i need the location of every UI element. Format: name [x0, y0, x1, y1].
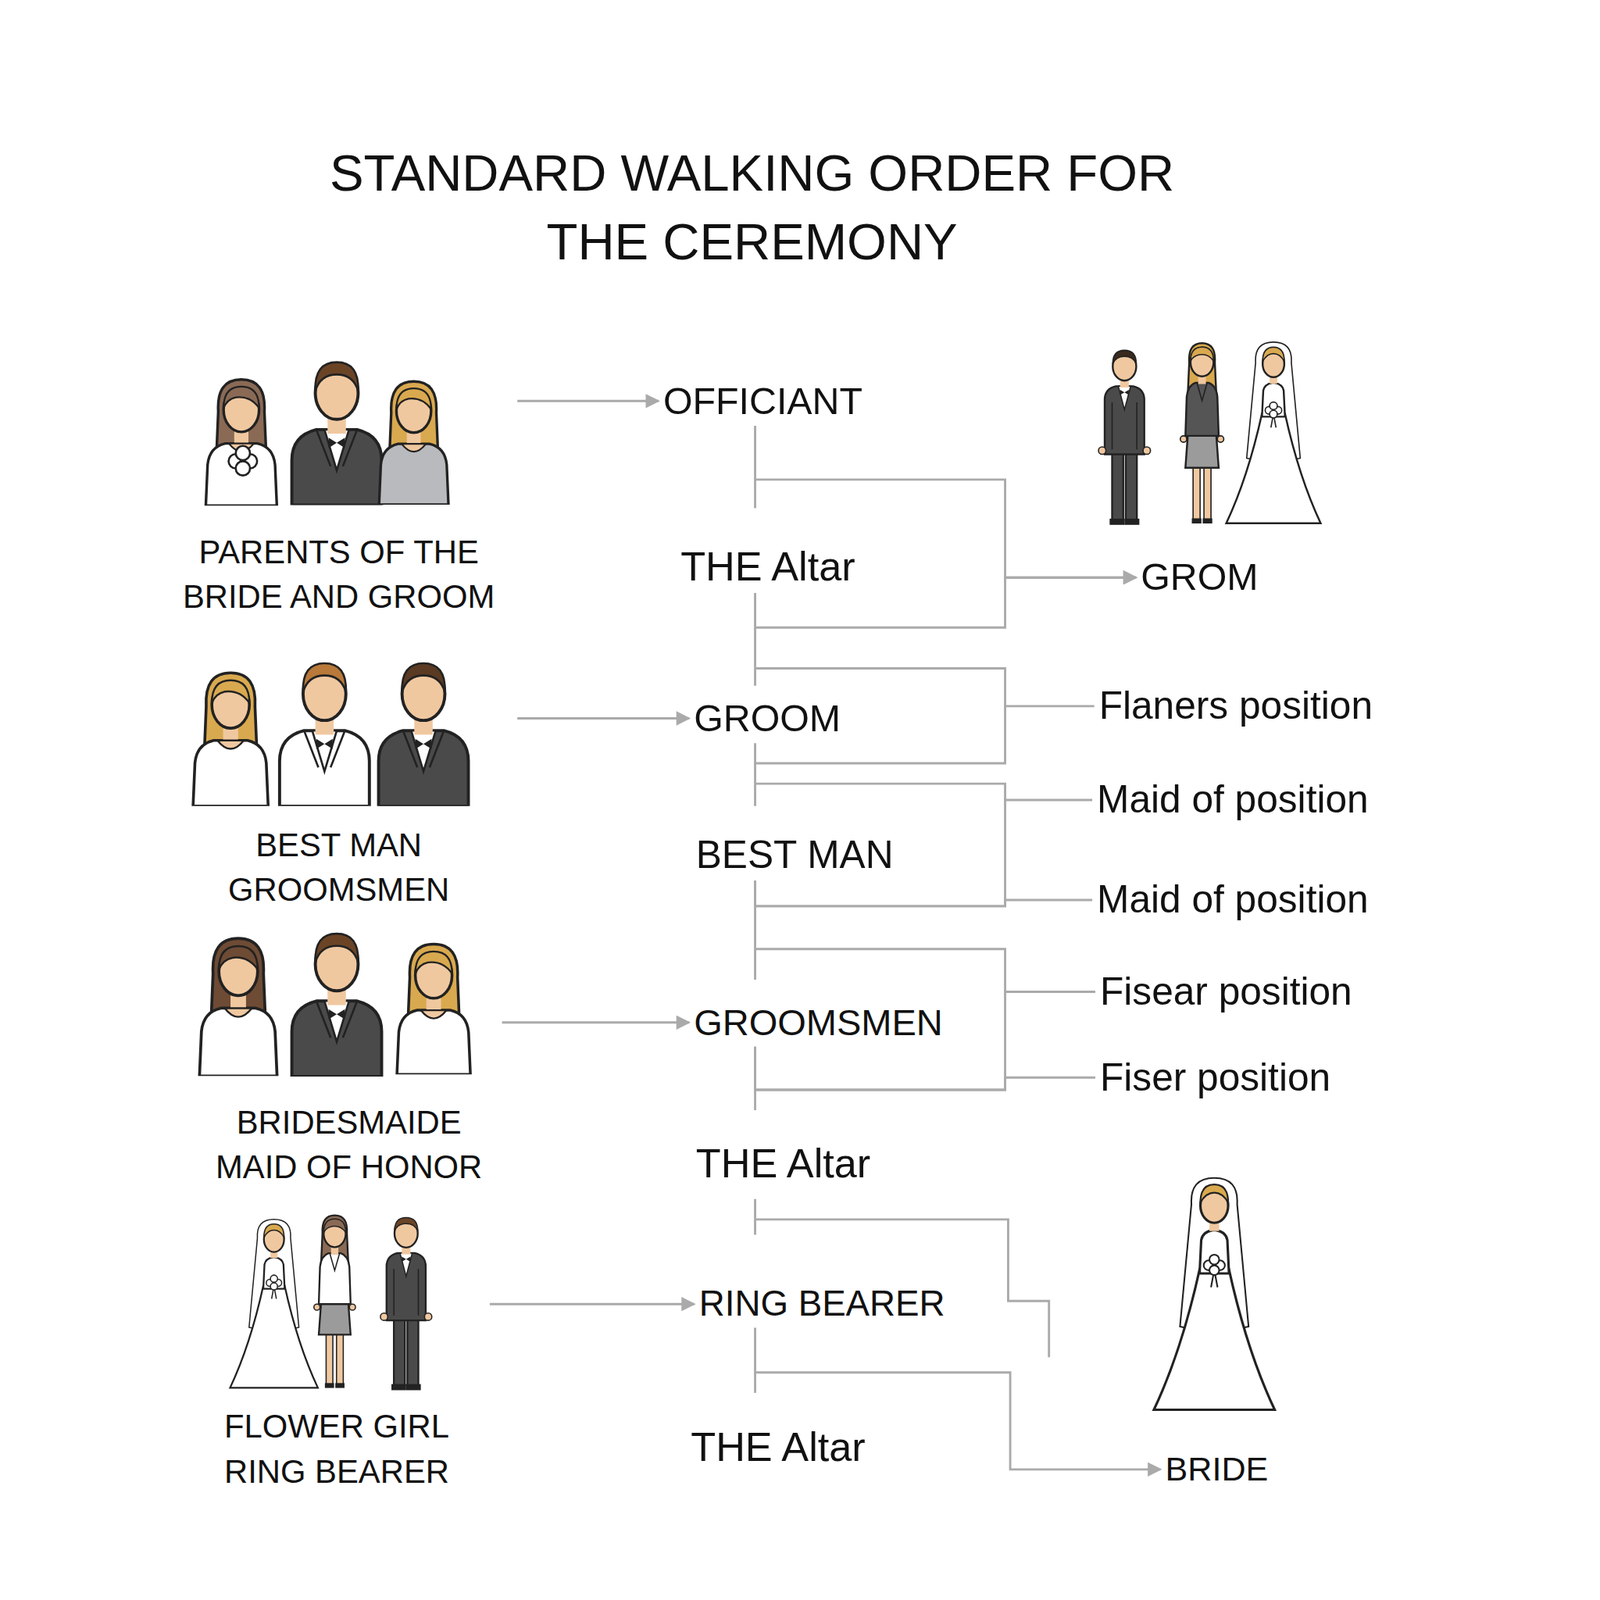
- label-text: THE Altar: [696, 1139, 872, 1187]
- icon-group-best-man: [192, 663, 468, 807]
- man-icon: [378, 663, 469, 807]
- connector-line: [755, 1046, 1096, 1090]
- label-text: GROOM: [693, 696, 841, 741]
- step-label-node: GROOMSMEN: [689, 998, 948, 1047]
- svg-part: [235, 446, 250, 461]
- bracket-line: [755, 1199, 1050, 1358]
- label-text: BRIDE: [1165, 1450, 1269, 1490]
- woman-icon: [396, 943, 471, 1075]
- connector-line: [489, 1303, 695, 1306]
- step-label-node: Maid of position: [1092, 874, 1374, 925]
- woman-icon: [205, 379, 277, 506]
- bracket-line: [755, 906, 1006, 993]
- group-label-node: FLOWER GIRL RING BEARER: [183, 1209, 490, 1494]
- label-text: GROOMSMEN: [693, 1001, 943, 1044]
- svg-part: [235, 460, 250, 475]
- label-text: THE Altar: [690, 1423, 866, 1471]
- woman-icon: [314, 1215, 356, 1389]
- label-text: THE Altar: [680, 542, 856, 590]
- label-text: GROM: [1140, 555, 1258, 600]
- man-icon: [292, 362, 383, 506]
- label-text: RING BEARER: [699, 1283, 946, 1325]
- icon-group-bridesmaids: [199, 933, 471, 1077]
- label-text: Maid of position: [1096, 877, 1369, 922]
- step-label-node: GROOM: [689, 693, 846, 744]
- icon-spacer: [160, 653, 518, 823]
- step-label-node: Flaners position: [1094, 680, 1378, 732]
- man-icon: [1098, 350, 1151, 525]
- bride-icon: [230, 1219, 318, 1389]
- woman-icon: [199, 938, 277, 1076]
- bride-icon: [1226, 342, 1322, 524]
- bracket-line: [755, 763, 1006, 807]
- label-text: BEST MAN GROOMSMEN: [160, 822, 518, 913]
- tick-line: [753, 1089, 757, 1111]
- icon-group-flower-girl: [230, 1215, 433, 1391]
- step-label-node: BRIDE: [1160, 1446, 1274, 1493]
- group-label-node: BEST MAN GROOMSMEN: [160, 653, 518, 913]
- tick-line: [753, 1372, 757, 1393]
- man-icon: [292, 933, 383, 1077]
- connector-line: [502, 1021, 690, 1024]
- group-label-node: BRIDESMAIDE MAID OF HONOR: [196, 923, 503, 1190]
- connector-line: [517, 400, 659, 403]
- bracket-line: [755, 627, 1006, 707]
- label-text: Maid of position: [1096, 777, 1369, 822]
- step-label-node: BEST MAN: [691, 829, 899, 881]
- icon-spacer: [183, 1209, 490, 1404]
- group-label-node: PARENTS OF THE BRIDE AND GROOM: [160, 352, 518, 620]
- label-text: BEST MAN: [696, 832, 894, 878]
- step-label-node: Fisear position: [1095, 966, 1358, 1018]
- man-icon: [279, 663, 370, 807]
- tick-line: [753, 479, 757, 509]
- step-label-node: OFFICIANT: [658, 376, 868, 427]
- label-text: Fiser position: [1100, 1055, 1331, 1100]
- bouquet-icon: [228, 446, 258, 476]
- label-text: FLOWER GIRL RING BEARER: [183, 1403, 490, 1494]
- step-label-node: THE Altar: [685, 1420, 871, 1474]
- step-label-node: THE Altar: [691, 1136, 876, 1190]
- connector-line: [755, 880, 1093, 907]
- bride-icon: [1153, 1178, 1275, 1411]
- woman-icon: [1180, 342, 1225, 524]
- label-text: Fisear position: [1100, 969, 1353, 1015]
- icon-group-couple: [1098, 342, 1321, 525]
- step-label-node: Fiser position: [1095, 1052, 1336, 1104]
- icon-spacer: [160, 352, 518, 530]
- step-label-node: THE Altar: [675, 539, 861, 593]
- step-label-node: GROM: [1135, 552, 1263, 603]
- woman-icon: [192, 672, 268, 807]
- step-label-node: RING BEARER: [694, 1280, 950, 1329]
- diagram-title: STANDARD WALKING ORDER FOR THE CEREMONY: [328, 139, 1176, 279]
- label-text: PARENTS OF THE BRIDE AND GROOM: [160, 529, 518, 620]
- icon-spacer: [196, 923, 503, 1100]
- man-icon: [380, 1217, 433, 1390]
- label-text: Flaners position: [1099, 683, 1373, 729]
- icon-group-parents: [205, 362, 449, 507]
- label-text: OFFICIANT: [663, 379, 863, 424]
- label-text: BRIDESMAIDE MAID OF HONOR: [196, 1100, 503, 1190]
- woman-icon: [378, 381, 449, 505]
- connector-line: [517, 717, 690, 720]
- step-label-node: Maid of position: [1092, 774, 1374, 825]
